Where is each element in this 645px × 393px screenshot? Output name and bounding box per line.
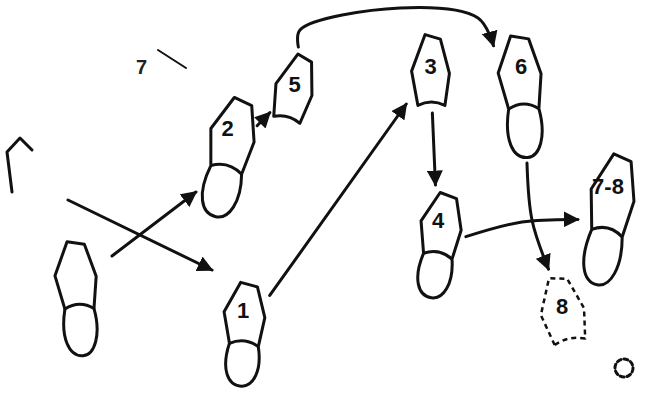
- stray-number: 7: [136, 56, 147, 79]
- footprint-step: 3: [408, 30, 453, 110]
- step-arrow: [432, 113, 435, 185]
- step-number: 3: [424, 56, 436, 78]
- footprint-step: 7-8: [581, 148, 635, 288]
- footprint-outline: [405, 185, 470, 303]
- footprint-outline: [489, 28, 552, 162]
- footprint-outline: [215, 277, 271, 389]
- footprint-step: 2: [200, 92, 255, 220]
- footprint-step: 6: [495, 30, 547, 160]
- stray-mark: [158, 50, 186, 68]
- footprint-step: 5: [272, 50, 317, 125]
- step-arrow: [298, 8, 494, 47]
- step-number: 4: [432, 210, 444, 232]
- step-arrow: [527, 163, 548, 269]
- start-footprint: [52, 239, 103, 357]
- step-number: 8: [556, 296, 568, 318]
- step-arrow: [270, 104, 407, 295]
- step-arrow: [466, 219, 578, 236]
- step-number: 6: [515, 56, 527, 78]
- step-number: 7-8: [592, 176, 624, 198]
- dashed-heel: [615, 359, 633, 377]
- footprint-step: 1: [218, 278, 268, 388]
- footprint-step: 8: [536, 272, 588, 347]
- step-number: 5: [288, 74, 300, 96]
- footprint-outline: [187, 88, 267, 225]
- footprint-step: 4: [413, 188, 463, 300]
- partial-footprint: [7, 138, 32, 192]
- step-number: 1: [237, 300, 249, 322]
- step-number: 2: [221, 118, 233, 140]
- step-arrow: [257, 113, 270, 126]
- footprint-outline: [569, 144, 645, 291]
- start-arrow: [112, 192, 196, 256]
